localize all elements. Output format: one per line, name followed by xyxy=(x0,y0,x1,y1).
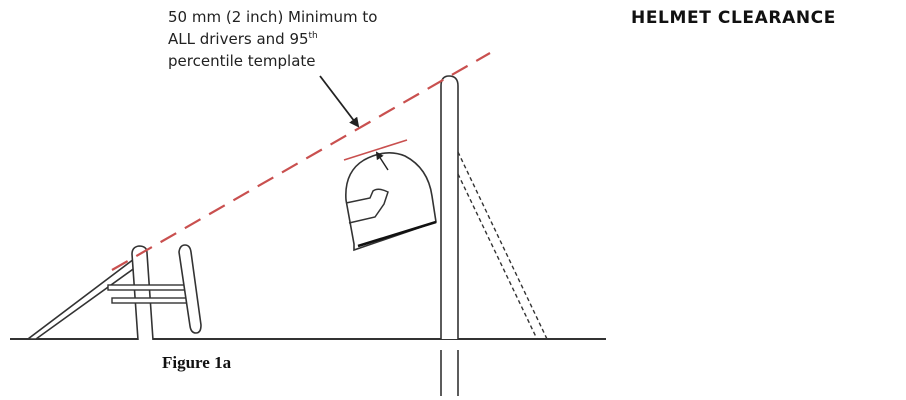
annotation-line-2: ALL drivers and 95th xyxy=(168,28,438,50)
front-hoop xyxy=(131,245,154,341)
clearance-gap-arrow xyxy=(375,151,389,171)
annotation-line-3: percentile template xyxy=(168,52,316,70)
clearance-dashed-line xyxy=(111,52,491,271)
rear-brace-dashed xyxy=(457,151,548,340)
steering-upright xyxy=(178,244,202,334)
clearance-annotation: 50 mm (2 inch) Minimum to ALL drivers an… xyxy=(168,6,438,72)
annotation-superscript: th xyxy=(308,31,318,41)
annotation-line-2-text: ALL drivers and 95 xyxy=(168,30,309,48)
page-title: HELMET CLEARANCE xyxy=(631,8,836,28)
annotation-leader-arrow xyxy=(319,75,360,128)
figure-caption: Figure 1a xyxy=(162,353,232,372)
helmet-top-tangent-line xyxy=(343,139,408,161)
helmet xyxy=(345,152,437,252)
roll-hoop-below-ground xyxy=(440,350,459,396)
main-roll-hoop xyxy=(440,75,459,339)
annotation-line-1: 50 mm (2 inch) Minimum to xyxy=(168,8,378,26)
